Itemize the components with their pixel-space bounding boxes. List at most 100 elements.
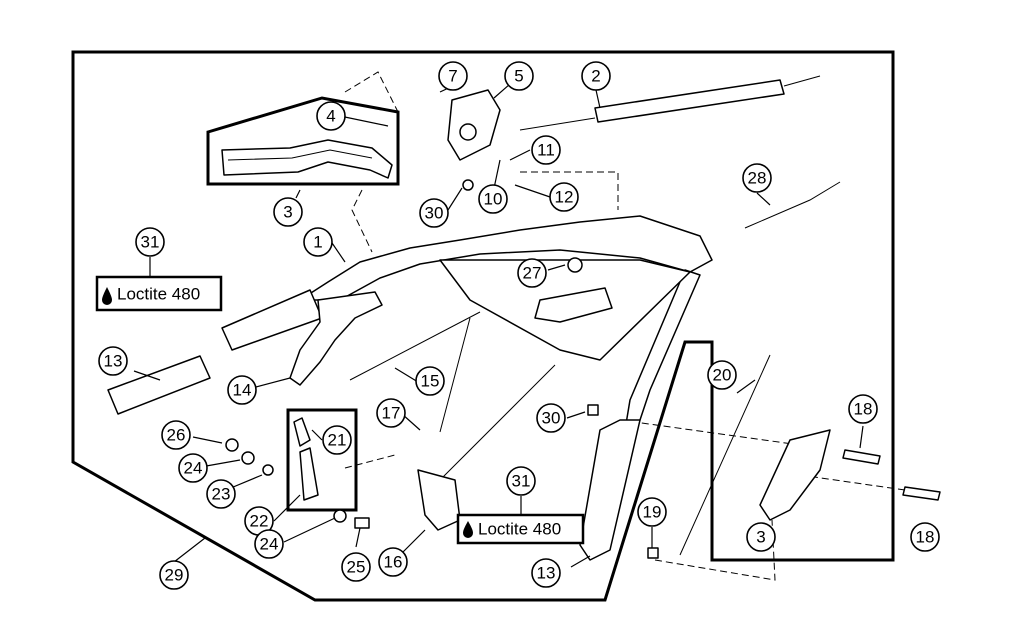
- control-rod: [439, 317, 471, 433]
- svg-text:20: 20: [713, 366, 732, 385]
- callout-17: 17: [376, 398, 406, 428]
- nut-26: [225, 438, 239, 452]
- callout-24: 24: [254, 529, 284, 559]
- callout-3: 3: [746, 522, 776, 552]
- callout-18: 18: [848, 394, 878, 424]
- bracket-21: [293, 417, 311, 447]
- callout-25: 25: [341, 552, 371, 582]
- bracket-plate: [534, 287, 613, 323]
- callout-15: 15: [415, 366, 445, 396]
- nut-19: [647, 547, 659, 559]
- svg-text:4: 4: [326, 107, 335, 126]
- loctite-label-right: Loctite 480: [478, 520, 561, 539]
- reference-line: [344, 454, 396, 469]
- svg-text:29: 29: [165, 566, 184, 585]
- handlebar-frame: [299, 215, 713, 301]
- pivot-hub: [459, 123, 477, 141]
- pivot-bracket: [447, 89, 501, 161]
- callout-14: 14: [227, 375, 257, 405]
- throttle-cable: [349, 311, 481, 381]
- drop-icon: [463, 521, 473, 538]
- brake-lever: [289, 291, 383, 386]
- bolt-18-upper: [842, 449, 881, 465]
- callout-16: 16: [378, 547, 408, 577]
- svg-text:21: 21: [328, 431, 347, 450]
- svg-text:13: 13: [104, 352, 123, 371]
- callout-2: 2: [581, 61, 611, 91]
- svg-text:16: 16: [384, 553, 403, 572]
- callout-18: 18: [910, 522, 940, 552]
- svg-text:25: 25: [347, 558, 366, 577]
- callout-30: 30: [419, 198, 449, 228]
- callout-30: 30: [536, 403, 566, 433]
- svg-text:13: 13: [537, 564, 556, 583]
- cable-sleeve: [594, 79, 785, 123]
- svg-text:5: 5: [514, 67, 523, 86]
- assembly-outline: [71, 50, 895, 602]
- svg-text:18: 18: [854, 400, 873, 419]
- svg-text:3: 3: [283, 203, 292, 222]
- callout-11: 11: [531, 135, 561, 165]
- callout-29: 29: [159, 560, 189, 590]
- callout-26: 26: [161, 420, 191, 450]
- svg-text:26: 26: [167, 426, 186, 445]
- bolt-18-lower: [902, 486, 941, 501]
- reference-line: [344, 71, 399, 113]
- svg-text:3: 3: [756, 528, 765, 547]
- svg-text:7: 7: [448, 67, 457, 86]
- svg-text:2: 2: [591, 67, 600, 86]
- svg-text:23: 23: [212, 485, 231, 504]
- svg-text:19: 19: [643, 503, 662, 522]
- callout-31: 31: [135, 227, 165, 257]
- callout-23: 23: [206, 479, 236, 509]
- cable-28: [744, 181, 841, 229]
- callout-12: 12: [549, 182, 579, 212]
- reference-line: [351, 189, 373, 253]
- svg-text:17: 17: [382, 404, 401, 423]
- cable-20: [679, 354, 771, 556]
- loctite-note-right: Loctite 480: [456, 513, 585, 545]
- loctite-note-left: Loctite 480: [95, 275, 223, 312]
- bracket-16: [417, 469, 461, 531]
- callout-4: 4: [316, 101, 346, 131]
- cable-wire: [519, 75, 821, 131]
- control-rod: [439, 364, 556, 481]
- svg-text:14: 14: [233, 381, 252, 400]
- grip-left: [107, 355, 211, 415]
- reference-line: [619, 419, 801, 446]
- handle-part: [221, 139, 393, 179]
- callout-19: 19: [637, 497, 667, 527]
- svg-text:31: 31: [141, 233, 160, 252]
- reference-line: [654, 519, 776, 581]
- callout-13: 13: [98, 346, 128, 376]
- callout-28: 28: [742, 163, 772, 193]
- callout-27: 27: [517, 258, 547, 288]
- washer-24: [241, 451, 255, 465]
- handle-detail: [227, 149, 373, 161]
- svg-text:22: 22: [250, 512, 269, 531]
- svg-text:1: 1: [313, 233, 322, 252]
- svg-text:28: 28: [748, 169, 767, 188]
- washer-24b: [333, 509, 347, 523]
- callout-24: 24: [178, 453, 208, 483]
- loctite-label-left: Loctite 480: [117, 285, 200, 304]
- washer-23: [262, 464, 274, 476]
- svg-text:10: 10: [484, 190, 503, 209]
- bracket-22: [299, 447, 319, 501]
- svg-text:24: 24: [260, 535, 279, 554]
- svg-text:11: 11: [537, 141, 555, 160]
- grip-right: [579, 419, 641, 561]
- nut-30: [587, 404, 599, 416]
- svg-text:18: 18: [916, 528, 935, 547]
- callout-31: 31: [506, 466, 536, 496]
- callout-10: 10: [478, 184, 508, 214]
- svg-text:30: 30: [542, 409, 561, 428]
- bolt-25: [354, 517, 370, 529]
- callout-20: 20: [707, 360, 737, 390]
- callout-3: 3: [273, 197, 303, 227]
- svg-text:15: 15: [421, 372, 440, 391]
- reference-line: [799, 474, 906, 491]
- svg-text:24: 24: [184, 459, 203, 478]
- drop-icon: [102, 287, 112, 305]
